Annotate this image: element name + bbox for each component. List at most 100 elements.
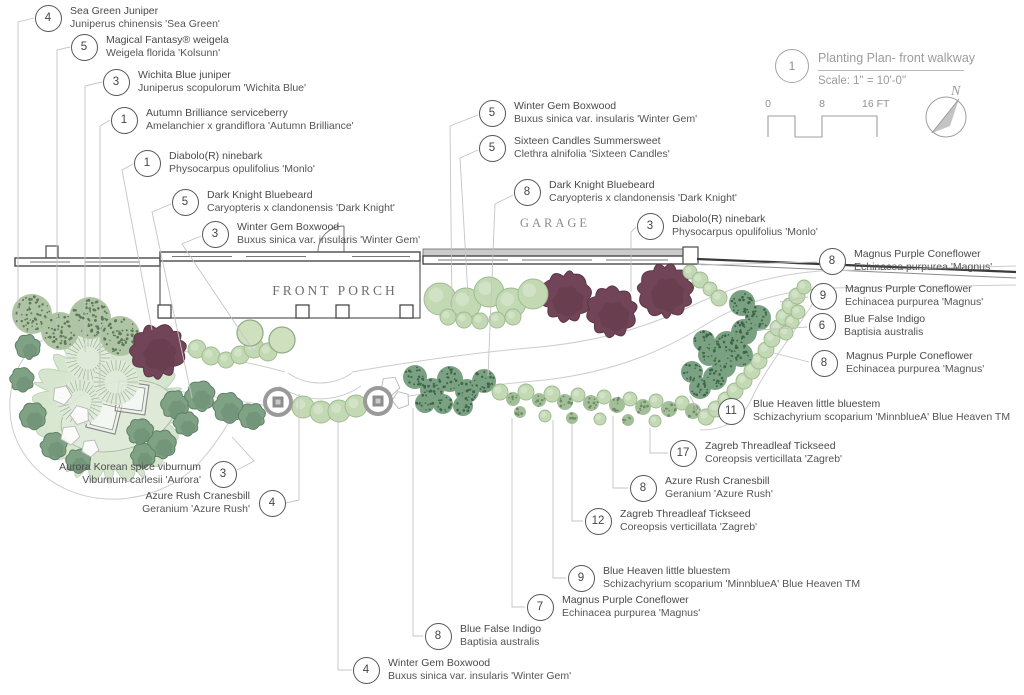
- house-footprint: [14, 225, 1017, 319]
- plant-botanical-name: Physocarpus opulifolius 'Monlo': [169, 163, 315, 175]
- plant-qty-circle: 8: [513, 178, 541, 206]
- plant-qty-circle: 3: [201, 220, 229, 248]
- plant-common-name: Magnus Purple Coneflower: [846, 350, 973, 362]
- plant-botanical-name: Geranium 'Azure Rush': [142, 503, 250, 515]
- plant-common-name: Dark Knight Bluebeard: [207, 189, 313, 201]
- plan-scale: Scale: 1" = 10'-0": [818, 75, 907, 87]
- plant-botanical-name: Baptisia australis: [844, 326, 924, 338]
- plant-botanical-name: Schizachyrium scoparium 'MinnblueA' Blue…: [603, 578, 861, 590]
- plant-qty-circle: 4: [352, 656, 380, 684]
- plant-common-name: Azure Rush Cranesbill: [145, 490, 250, 502]
- plant-botanical-name: Echinacea purpurea 'Magnus': [562, 607, 701, 619]
- plant-qty-circle: 4: [258, 489, 286, 517]
- plant-qty-circle: 8: [818, 247, 846, 275]
- plant-common-name: Wichita Blue juniper: [138, 69, 231, 81]
- plant-qty-circle: 1: [133, 149, 161, 177]
- plant-qty-circle: 7: [526, 593, 554, 621]
- plant-qty-circle: 6: [808, 312, 836, 340]
- plant-qty-circle: 3: [636, 212, 664, 240]
- plant-common-name: Blue Heaven little bluestem: [753, 398, 881, 410]
- plant-common-name: Autumn Brilliance serviceberry: [146, 107, 288, 119]
- plant-botanical-name: Viburnum carlesii 'Aurora': [82, 474, 201, 486]
- plant-common-name: Diabolo(R) ninebark: [169, 150, 263, 162]
- plant-common-name: Dark Knight Bluebeard: [549, 179, 655, 191]
- plant-common-name: Magical Fantasy® weigela: [106, 34, 229, 46]
- plant-qty-circle: 8: [424, 622, 452, 650]
- plant-qty-circle: 9: [567, 564, 595, 592]
- scalebar-8: 8: [819, 98, 825, 110]
- garage-label: GARAGE: [519, 216, 591, 230]
- plant-common-name: Sea Green Juniper: [70, 5, 159, 17]
- plant-qty-circle: 12: [584, 507, 612, 535]
- plant-qty-circle: 4: [34, 4, 62, 32]
- plant-qty-circle: 1: [110, 106, 138, 134]
- scalebar-0: 0: [765, 98, 771, 110]
- plant-botanical-name: Juniperus scopulorum 'Wichita Blue': [138, 82, 306, 94]
- plant-common-name: Magnus Purple Coneflower: [854, 248, 981, 260]
- plant-botanical-name: Echinacea purpurea 'Magnus': [854, 261, 993, 273]
- plant-common-name: Diabolo(R) ninebark: [672, 213, 766, 225]
- plant-botanical-name: Physocarpus opulifolius 'Monlo': [672, 226, 818, 238]
- plant-botanical-name: Caryopteris x clandonensis 'Dark Knight': [207, 202, 395, 214]
- plant-common-name: Aurora Korean spice viburnum: [59, 461, 201, 473]
- scalebar-16ft: 16 FT: [862, 98, 890, 110]
- plant-qty-circle: 3: [209, 460, 237, 488]
- plant-common-name: Zagreb Threadleaf Tickseed: [705, 440, 836, 452]
- plant-qty-circle: 5: [70, 33, 98, 61]
- north-label: N: [951, 84, 961, 99]
- plant-common-name: Magnus Purple Coneflower: [845, 283, 972, 295]
- scale-bar: [767, 115, 878, 138]
- plant-common-name: Blue False Indigo: [460, 623, 542, 635]
- plant-botanical-name: Juniperus chinensis 'Sea Green': [70, 18, 220, 30]
- plant-symbols: [9, 263, 812, 484]
- plant-botanical-name: Amelanchier x grandiflora 'Autumn Brilli…: [146, 120, 354, 132]
- plan-title: Planting Plan- front walkway: [818, 51, 976, 65]
- plant-common-name: Magnus Purple Coneflower: [562, 594, 689, 606]
- leader-lines: [17, 17, 818, 671]
- plant-qty-circle: 17: [669, 439, 697, 467]
- plant-qty-circle: 9: [809, 282, 837, 310]
- plant-common-name: Zagreb Threadleaf Tickseed: [620, 508, 751, 520]
- plant-common-name: Winter Gem Boxwood: [514, 100, 617, 112]
- plant-common-name: Sixteen Candles Summersweet: [514, 135, 661, 147]
- plant-botanical-name: Coreopsis verticillata 'Zagreb': [620, 521, 758, 533]
- plant-qty-circle: 5: [478, 99, 506, 127]
- plant-botanical-name: Clethra alnifolia 'Sixteen Candles': [514, 148, 670, 160]
- plant-botanical-name: Coreopsis verticillata 'Zagreb': [705, 453, 843, 465]
- plant-botanical-name: Caryopteris x clandonensis 'Dark Knight': [549, 192, 737, 204]
- plant-botanical-name: Geranium 'Azure Rush': [665, 488, 773, 500]
- plant-qty-circle: 5: [171, 188, 199, 216]
- plant-qty-circle: 8: [810, 349, 838, 377]
- plant-botanical-name: Buxus sinica var. insularis 'Winter Gem': [514, 113, 698, 125]
- north-arrow: [925, 96, 967, 138]
- plant-botanical-name: Weigela florida 'Kolsunn': [106, 47, 221, 59]
- plant-botanical-name: Baptisia australis: [460, 636, 540, 648]
- plant-botanical-name: Schizachyrium scoparium 'MinnblueA' Blue…: [753, 411, 1011, 423]
- plant-botanical-name: Echinacea purpurea 'Magnus': [845, 296, 984, 308]
